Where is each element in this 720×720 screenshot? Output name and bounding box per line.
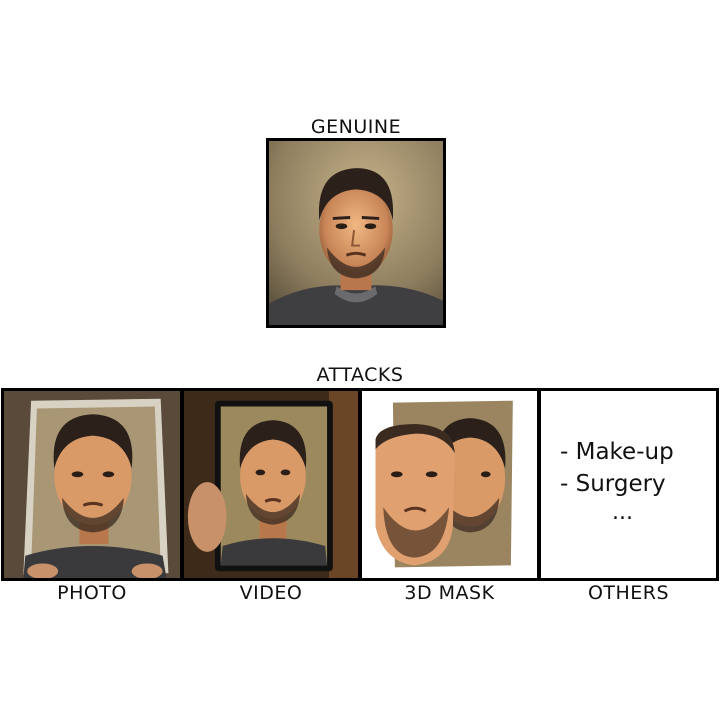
- genuine-title: GENUINE: [310, 116, 402, 138]
- photo-caption: PHOTO: [57, 582, 127, 604]
- others-caption: OTHERS: [587, 582, 670, 604]
- others-item-surgery: - Surgery: [560, 471, 666, 497]
- attacks-title: ATTACKS: [316, 364, 404, 386]
- 3d-mask-attack-panel: [359, 388, 540, 581]
- video-attack-panel: [181, 388, 361, 581]
- genuine-photo: [266, 138, 446, 328]
- video-caption: VIDEO: [239, 582, 303, 604]
- others-item-makeup: - Make-up: [560, 439, 674, 465]
- others-attack-panel: [538, 388, 719, 581]
- 3d-mask-caption: 3D MASK: [404, 582, 495, 604]
- photo-attack-panel: [1, 388, 183, 581]
- others-list: - Make-up - Surgery: [560, 436, 674, 500]
- others-ellipsis: ...: [612, 500, 633, 525]
